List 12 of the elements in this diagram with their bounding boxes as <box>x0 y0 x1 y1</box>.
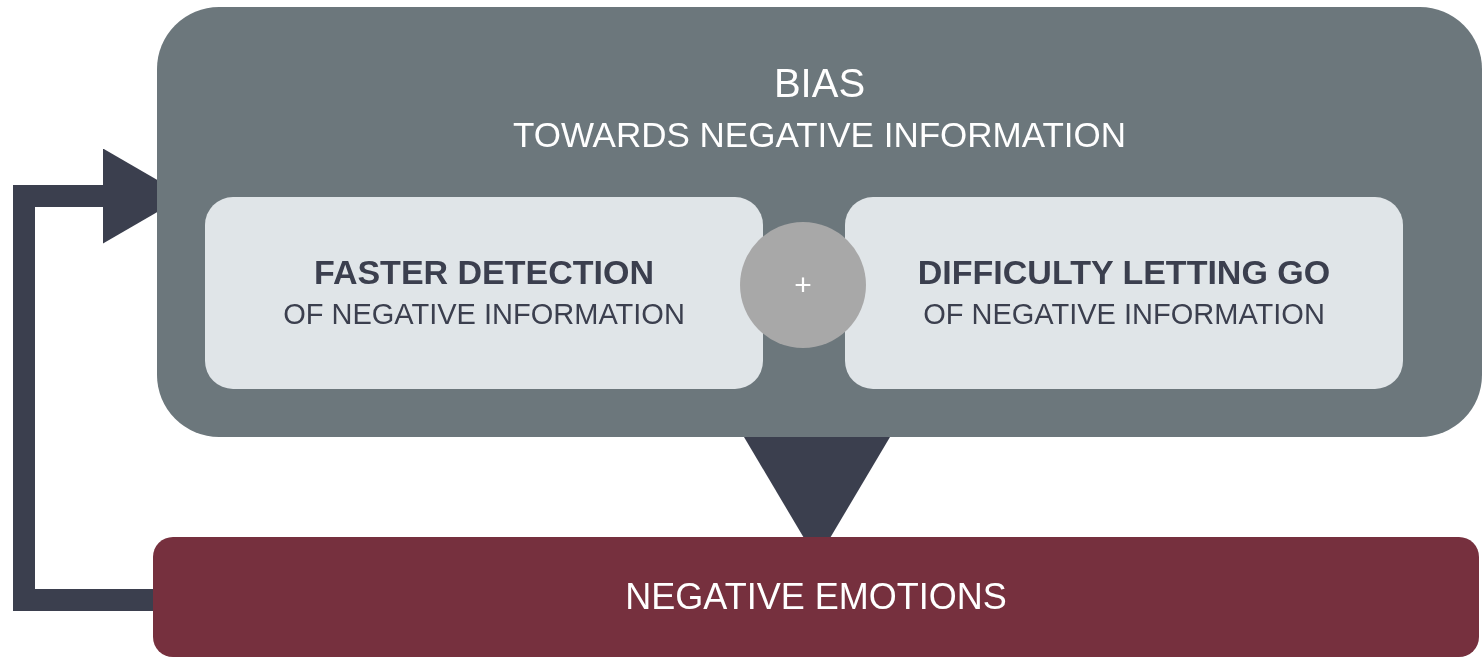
plus-sign: + <box>794 267 812 303</box>
card-subtext: OF NEGATIVE INFORMATION <box>923 297 1325 332</box>
process-box <box>845 197 1403 389</box>
band-label: NEGATIVE EMOTIONS <box>625 576 1007 618</box>
outcome-bar <box>153 537 1479 657</box>
card-heading: DIFFICULTY LETTING GO <box>917 252 1331 293</box>
process-box <box>205 197 763 389</box>
card-subtext: OF NEGATIVE INFORMATION <box>283 297 685 332</box>
bias-panel <box>157 7 1482 437</box>
heading: BIAS <box>773 60 866 107</box>
card-heading: FASTER DETECTION <box>314 252 654 293</box>
subheading: TOWARDS NEGATIVE INFORMATION <box>512 114 1127 156</box>
